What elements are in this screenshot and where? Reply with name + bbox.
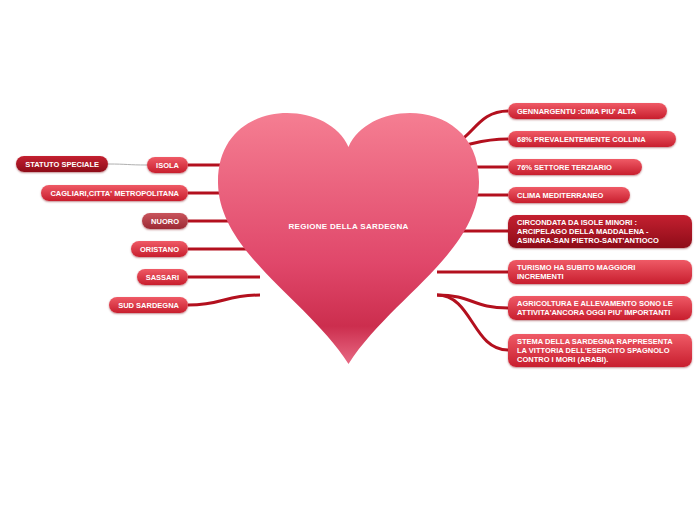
topic-text: CAGLIARI,CITTA' METROPOLITANA [50,189,179,198]
central-heart: REGIONE DELLA SARDEGNA [215,103,482,365]
branch-line [188,276,260,279]
topic-box: 68% PREVALENTEMENTE COLLINA [508,131,676,147]
topic-text: NUORO [151,217,179,226]
topic-box: GENNARGENTU :CIMA PIU' ALTA [508,103,667,119]
topic-box: SASSARI [137,269,188,285]
topic-box: CIRCONDATA DA ISOLE MINORI : ARCIPELAGO … [508,215,692,248]
topic-box: ORISTANO [131,241,188,257]
topic-text: TURISMO HA SUBITO MAGGIORI INCREMENTI [517,263,683,281]
topic-text: ISOLA [156,161,179,170]
topic-box: AGRICOLTURA E ALLEVAMENTO SONO LE ATTIVI… [508,296,692,320]
topic-text: STEMA DELLA SARDEGNA RAPPRESENTA LA VITT… [517,337,683,364]
topic-box: NUORO [142,213,188,229]
branch-line [108,164,147,165]
topic-text: 76% SETTORE TERZIARIO [517,163,612,172]
topic-box: SUD SARDEGNA [109,297,188,313]
topic-text: SUD SARDEGNA [118,301,179,310]
topic-text: 68% PREVALENTEMENTE COLLINA [517,135,646,144]
heart-shape [215,103,482,365]
branch-line [437,271,508,274]
topic-box: ISOLA [147,157,188,173]
topic-text: STATUTO SPECIALE [25,160,99,169]
topic-box: TURISMO HA SUBITO MAGGIORI INCREMENTI [508,260,692,284]
topic-box: STATUTO SPECIALE [16,156,108,172]
topic-text: CLIMA MEDITERRANEO [517,191,603,200]
topic-text: AGRICOLTURA E ALLEVAMENTO SONO LE ATTIVI… [517,299,683,317]
branch-line [188,295,260,305]
topic-box: 76% SETTORE TERZIARIO [508,159,642,175]
topic-text: GENNARGENTU :CIMA PIU' ALTA [517,107,636,116]
topic-text: ORISTANO [140,245,179,254]
topic-box: CAGLIARI,CITTA' METROPOLITANA [41,185,188,201]
topic-text: SASSARI [146,273,179,282]
topic-text: CIRCONDATA DA ISOLE MINORI : ARCIPELAGO … [517,218,683,245]
central-title: REGIONE DELLA SARDEGNA [215,222,482,231]
topic-box: STEMA DELLA SARDEGNA RAPPRESENTA LA VITT… [508,334,692,367]
topic-box: CLIMA MEDITERRANEO [508,187,630,203]
branch-line [437,295,508,350]
